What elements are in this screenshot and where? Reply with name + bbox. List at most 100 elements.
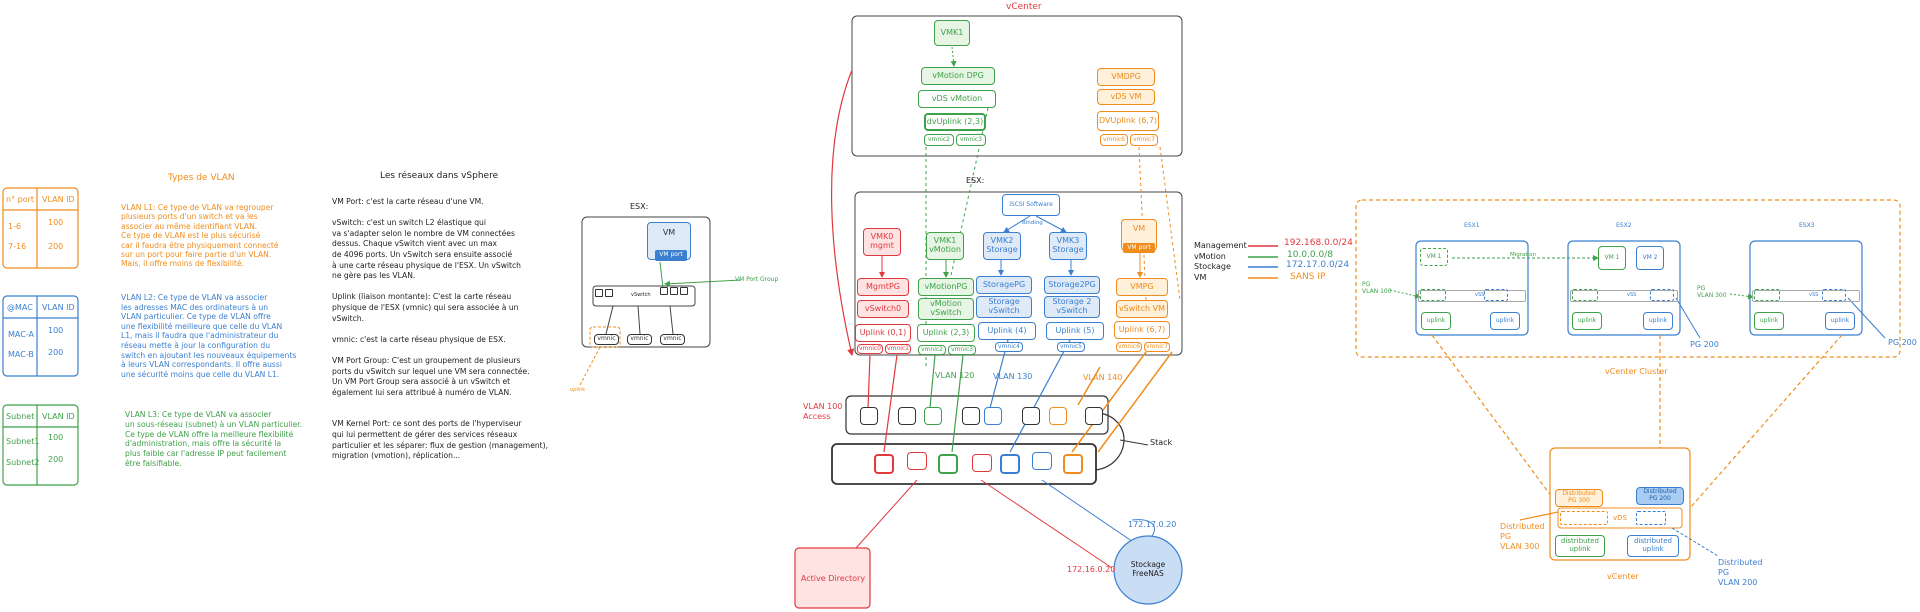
esx-small-vmnic: vmnic [594,334,619,345]
esx-uplink67: Uplink (6,7) [1114,321,1170,339]
esx-vmnic7: vmnic7 [1144,342,1170,352]
cluster-vss: vSS [1809,292,1819,298]
esx-vmnic5: vmnic5 [1057,342,1085,352]
ip-storage: 172.17.0.20 [1128,520,1177,529]
switch-port [924,407,942,425]
esx-mgmtpg: MgmtPG [857,278,909,296]
cluster-dist-pg200: Distributed PG VLAN 200 [1718,558,1763,587]
vlan120-label: VLAN 120 [935,371,975,380]
switch-port [938,454,958,474]
port [595,289,603,297]
cluster-vss-bar [1752,290,1860,302]
cluster-pg300: PG VLAN 300 [1697,285,1727,299]
switch-port [1032,452,1052,470]
table-mac-h1: @MAC [7,303,33,312]
legend-stockage-name: Stockage [1194,262,1231,271]
cluster-vcenter-frame [1549,447,1691,561]
cluster-vds: vDS [1613,514,1627,522]
cluster-pg-port [1822,289,1846,301]
table-mac-r2a: MAC-B [8,350,34,359]
legend-stockage-ip: 172.17.0.0/24 [1286,260,1350,270]
vcenter-cluster-frame [1355,199,1901,358]
cluster-dist-uplink: distributed uplink [1555,535,1605,557]
cluster-pg-port [1754,289,1780,301]
vcenter-vmnic6: vmnic6 [1100,134,1128,146]
esx-uplink23: Uplink (2,3) [917,324,975,342]
stack-label: Stack [1150,438,1173,447]
table-subnet-h1: Subnet [6,412,35,421]
vcenter-vmnic3: vmnic3 [956,134,986,146]
switch-port [860,407,878,425]
esx-vmnic4: vmnic4 [995,342,1023,352]
switch-port [907,452,927,470]
table-mac-r2b: 200 [48,348,64,357]
vsphere-body: VM Port: c'est la carte réseau d'une VM.… [332,197,549,461]
esx-vmk0: VMK0 mgmt [863,228,901,256]
cluster-uplink: uplink [1754,312,1784,330]
cluster-pg100: PG VLAN 100 [1362,281,1392,295]
table-mac [2,295,79,377]
port [680,287,688,295]
switch-port [1000,454,1020,474]
switch-port [1085,407,1103,425]
esx-vswitch-vm: vSwitch VM [1116,300,1168,318]
esx-vmk3: VMK3 Storage [1049,232,1087,260]
switch-port [1063,454,1083,474]
switch-port [972,454,992,472]
cluster-vds-port [1560,511,1608,525]
esx-vmotionpg: vMotionPG [918,278,974,296]
esx-small-title: ESX: [630,202,649,211]
table-port-r2b: 200 [48,242,64,251]
table-port [2,187,79,269]
port [660,287,668,295]
table-mac-h2: VLAN ID [42,303,75,312]
vcenter-vmk1: VMK1 [934,20,970,46]
switch-port [984,407,1002,425]
esx-small-vm-port: VM port [655,250,687,261]
esx-vmk2: VMK2 Storage [983,232,1021,260]
esx-uplink4: Uplink (4) [978,322,1036,340]
cluster-vss: vSS [1475,292,1485,298]
switch-port [1022,407,1040,425]
switch-port [874,454,894,474]
table-subnet-r1b: 100 [48,433,64,442]
legend-mgmt-ip: 192.168.0.0/24 [1284,238,1353,248]
esx-vmnic0: vmnic0 [857,344,883,354]
esx-vmnic1: vmnic1 [885,344,911,354]
switch-port [898,407,916,425]
esx-small-vswitch: vSwitch [631,292,651,298]
cluster-pg-port [1484,289,1508,301]
esx-vmk1: VMK1 vMotion [926,232,964,260]
legend-vmotion-name: vMotion [1194,252,1226,261]
table-port-r1b: 100 [48,218,64,227]
active-directory-server [794,547,871,609]
table-port-h2: VLAN ID [42,195,75,204]
cluster-dist-uplink: distributed uplink [1627,535,1679,557]
cluster-uplink: uplink [1572,312,1602,330]
cluster-uplink: uplink [1825,312,1855,330]
table-port-r1a: 1-6 [8,222,22,231]
cluster-pg-port [1650,289,1674,301]
cluster-vds-port [1636,511,1666,525]
switch-port [1049,407,1067,425]
port [605,289,613,297]
cluster-uplink: uplink [1490,312,1520,330]
esx-vmnic2: vmnic2 [918,345,946,355]
vcenter-title: vCenter [1006,2,1042,12]
table-port-h1: n° port [6,195,35,204]
cluster-vss-bar [1570,290,1678,302]
cluster-dpg300: Distributed PG 300 [1555,489,1603,507]
cluster-dpg200: Distributed PG 200 [1636,487,1684,505]
cluster-migration: Migration [1510,252,1536,258]
switch-port [962,407,980,425]
esx-uplink5: Uplink (5) [1046,322,1104,340]
esx-vmnic3: vmnic3 [948,345,976,355]
vlan-types-title: Types de VLAN [168,173,235,183]
legend-vm-ip: SANS IP [1290,272,1326,282]
vcenter-vmotion-dpg: vMotion DPG [921,67,995,85]
table-mac-r1a: MAC-A [8,330,35,339]
vcenter-vds-vmotion: vDS vMotion [918,90,996,108]
esx-small-pg-label: VM Port Group [735,276,779,283]
port [670,287,678,295]
esx-title: ESX: [966,176,985,185]
